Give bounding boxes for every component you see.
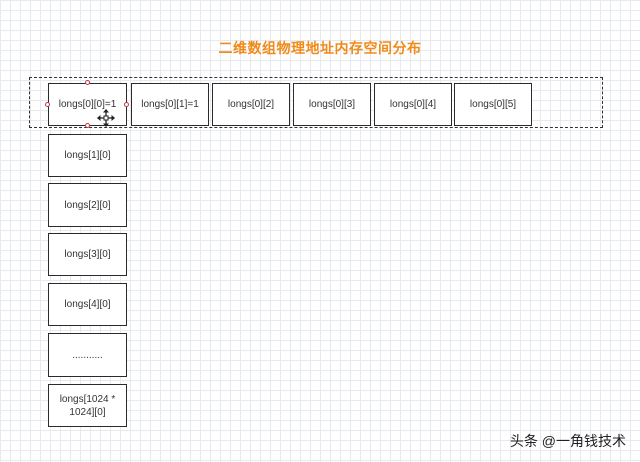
diagram-title: 二维数组物理地址内存空间分布: [218, 40, 422, 56]
cell-longs-1-0[interactable]: longs[1][0]: [48, 134, 127, 177]
cell-longs-4-0[interactable]: longs[4][0]: [48, 283, 127, 326]
row-0-dashed-group[interactable]: [29, 77, 603, 128]
selection-handle-left[interactable]: [45, 102, 50, 107]
cell-longs-0-2[interactable]: longs[0][2]: [212, 83, 290, 126]
selection-handle-top[interactable]: [85, 80, 90, 85]
cell-longs-0-3[interactable]: longs[0][3]: [293, 83, 371, 126]
cell-longs-0-1[interactable]: longs[0][1]=1: [131, 83, 209, 126]
selection-handle-bottom[interactable]: [85, 123, 90, 128]
cell-longs-2-0[interactable]: longs[2][0]: [48, 183, 127, 227]
cell-longs-0-4[interactable]: longs[0][4]: [374, 83, 452, 126]
move-cursor-icon: [97, 109, 115, 127]
cell-longs-1048576-0[interactable]: longs[1024 * 1024][0]: [48, 384, 127, 427]
cell-ellipsis[interactable]: ...........: [48, 333, 127, 377]
cell-longs-3-0[interactable]: longs[3][0]: [48, 233, 127, 276]
watermark: 头条 @一角钱技术: [509, 433, 626, 449]
selection-handle-right[interactable]: [124, 102, 129, 107]
cell-longs-0-5[interactable]: longs[0][5]: [454, 83, 532, 126]
